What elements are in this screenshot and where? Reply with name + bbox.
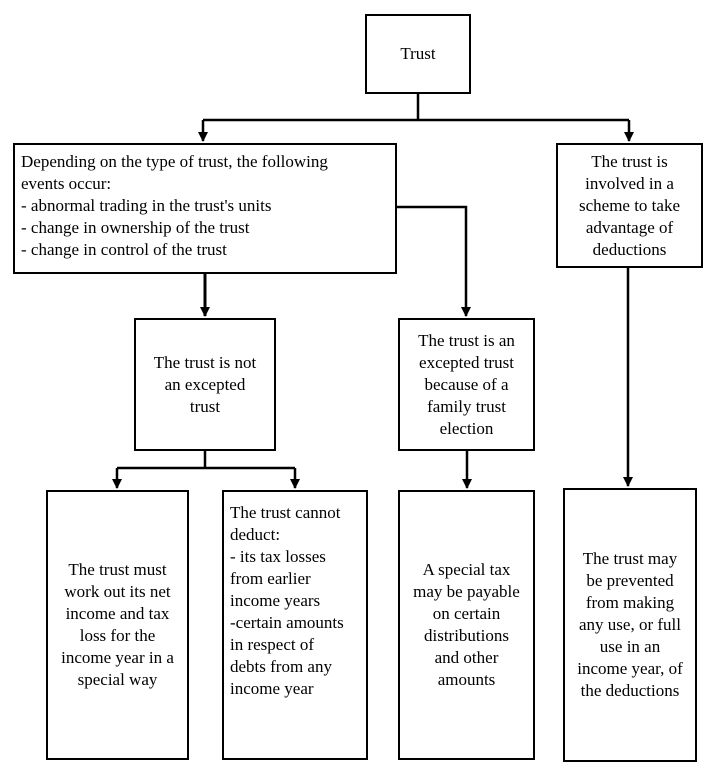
text-line: be prevented bbox=[586, 571, 674, 590]
text-line: The trust is an bbox=[418, 330, 515, 350]
text-line: election bbox=[439, 418, 494, 438]
text-line: an excepted bbox=[164, 374, 246, 394]
text-line: work out its net bbox=[64, 582, 171, 601]
text-line: - abnormal trading in the trust's units bbox=[21, 196, 272, 215]
text-line: because of a bbox=[424, 374, 509, 394]
text-line: A special tax bbox=[422, 560, 511, 579]
text-line: special way bbox=[77, 670, 158, 689]
text-line: The trust cannot bbox=[230, 503, 341, 522]
text-line: on certain bbox=[432, 604, 501, 623]
node-work-out: The trust must work out its net income and… bbox=[46, 490, 189, 760]
text-line: trust bbox=[189, 396, 221, 416]
text-line: may be payable bbox=[413, 582, 520, 601]
text-line: events occur: bbox=[21, 174, 112, 193]
text-line: -certain amounts bbox=[230, 613, 344, 632]
text-line: income year, of bbox=[577, 659, 683, 678]
node-cannot-deduct: The trust cannot deduct: - its tax losses f… bbox=[222, 490, 368, 760]
text-line: income year bbox=[230, 679, 314, 698]
text-line: - change in control of the trust bbox=[21, 240, 227, 259]
text-line: The trust is bbox=[591, 151, 668, 171]
text-line: and other bbox=[434, 648, 499, 667]
text-line: distributions bbox=[423, 626, 509, 645]
text-line: the deductions bbox=[580, 681, 680, 700]
text-line: The trust must bbox=[68, 560, 167, 579]
text-line: - its tax losses bbox=[230, 547, 326, 566]
arrow-to-excepted bbox=[397, 205, 471, 317]
text-line: income years bbox=[230, 591, 321, 610]
text-line: involved in a bbox=[585, 173, 674, 193]
text-line: any use, or full bbox=[579, 615, 681, 634]
text-line: The trust is not bbox=[153, 352, 257, 372]
text-line: scheme to take bbox=[578, 195, 680, 215]
node-trust: Trust bbox=[365, 14, 471, 94]
text-line: excepted trust bbox=[419, 352, 514, 372]
text-line: in respect of bbox=[230, 635, 315, 654]
text-line: amounts bbox=[437, 670, 496, 689]
node-special-tax: A special tax may be payable on certain dis… bbox=[398, 490, 535, 760]
text-line: Depending on the type of trust, the foll… bbox=[21, 152, 328, 171]
node-events: Depending on the type of trust, the foll… bbox=[13, 143, 397, 274]
text-line: income and tax bbox=[65, 604, 170, 623]
text-line: - change in ownership of the trust bbox=[21, 218, 250, 237]
text-line: deductions bbox=[592, 239, 667, 259]
text-line: income year in a bbox=[61, 648, 174, 667]
text-line: from earlier bbox=[230, 569, 311, 588]
text-line: from making bbox=[585, 593, 675, 612]
node-prevented: The trust may be prevented from making any … bbox=[563, 488, 697, 762]
text-line: deduct: bbox=[230, 525, 281, 544]
text-line: use in an bbox=[599, 637, 661, 656]
text-line: debts from any bbox=[230, 657, 332, 676]
text-line: advantage of bbox=[585, 217, 674, 237]
text-line: loss for the bbox=[79, 626, 156, 645]
text-line: The trust may bbox=[582, 549, 678, 568]
text-line: family trust bbox=[427, 396, 506, 416]
text-line: Trust bbox=[400, 44, 436, 63]
